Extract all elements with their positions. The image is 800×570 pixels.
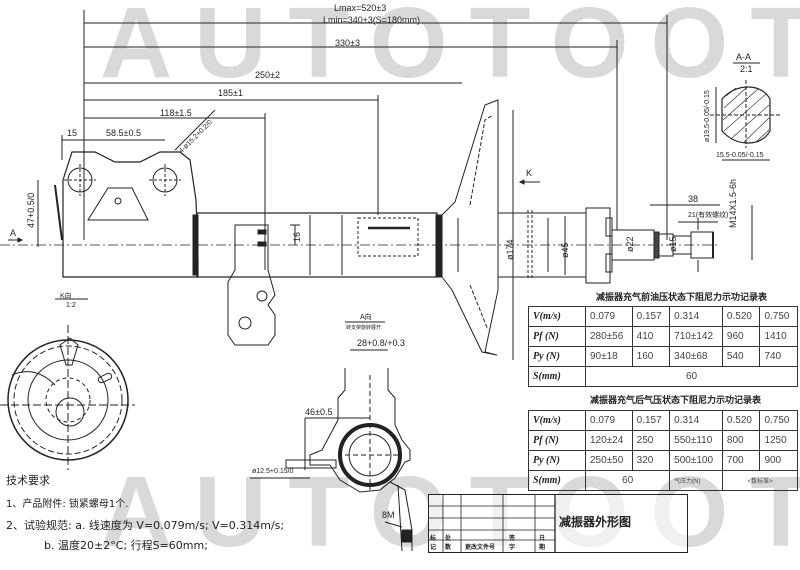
notes-line1: 1、产品附件: 锁紧螺母1个. xyxy=(6,499,129,510)
table-header: 0.520 xyxy=(721,410,761,431)
table-row: Py (N) 250±50 320 500±100 700 900 xyxy=(528,450,798,471)
dim-lmin: Lmin=340±3(S=180mm) xyxy=(323,15,420,25)
table-cell: 740 xyxy=(759,346,798,367)
table-row: Py (N) 90±18 160 340±68 540 740 xyxy=(528,346,798,367)
dim-lmax: Lmax=520±3 xyxy=(334,3,387,13)
view-a-sub: 转支架旋转展开 xyxy=(346,325,382,331)
table-cell: 960 xyxy=(721,326,761,347)
table2-title: 减振器充气后气压状态下阻尼力示功记录表 xyxy=(590,396,762,406)
table-row: V(m/s) 0.079 0.157 0.314 0.520 0.750 xyxy=(528,306,798,327)
shock-absorber-drawing xyxy=(0,10,782,551)
dim-15-rod: ø15 xyxy=(668,236,678,252)
section-aa-label: A-A xyxy=(736,52,752,62)
table-cell: 900 xyxy=(759,450,798,471)
marker-a: A xyxy=(10,228,17,238)
col-change-doc: 更改文件号 xyxy=(465,544,496,551)
notes-line2: 2、试验规范: a. 线速度为 V=0.079m/s; V=0.314m/s; xyxy=(6,519,285,532)
dim-15: 15 xyxy=(67,128,78,138)
table-header: 0.314 xyxy=(669,410,723,431)
dim-46: 46±0.5 xyxy=(305,407,333,417)
col-count: 处数 xyxy=(445,535,452,551)
dim-22: ø22 xyxy=(625,236,635,252)
table-cell: 800 xyxy=(721,430,761,451)
dim-330: 330±3 xyxy=(335,38,360,48)
table-cell: 60 xyxy=(585,366,798,387)
row-label: S(mm) xyxy=(528,366,586,387)
dim-28: 28+0.8/+0.3 xyxy=(357,338,406,348)
table-cell: 410 xyxy=(631,326,671,347)
table-cell: 250±50 xyxy=(585,450,633,471)
dim-thread: M14X1.5-6h xyxy=(728,178,738,228)
view-a-label: A向 xyxy=(360,314,372,321)
table-header: 0.157 xyxy=(631,306,671,327)
table-row: S(mm) 60 气压力(N) <数标准> xyxy=(528,470,799,491)
row-label: Pf (N) xyxy=(528,430,586,451)
view-k-label: K向 xyxy=(60,293,72,300)
table1-title: 减振器充气前油压状态下阻尼力示功记录表 xyxy=(596,293,768,303)
table-cell: 90±18 xyxy=(585,346,633,367)
dim-58-5: 58.5±0.5 xyxy=(106,128,141,138)
view-k-scale: 1:2 xyxy=(66,302,76,309)
table-cell: 710±142 xyxy=(669,326,723,347)
dim-8m: 8M xyxy=(382,510,395,520)
dim-174: ø174 xyxy=(505,239,515,260)
table-cell: 500±100 xyxy=(669,450,723,471)
dim-47: 47+0.5/0 xyxy=(26,192,36,228)
table-cell: 280±56 xyxy=(585,326,633,347)
dim-16: 16 xyxy=(292,231,302,242)
table-cell: 250 xyxy=(631,430,671,451)
table-header: 0.750 xyxy=(759,306,798,327)
dim-38: 38 xyxy=(688,194,699,204)
table-header: 0.314 xyxy=(669,306,723,327)
table-cell: <数标准> xyxy=(721,470,799,491)
row-label: S(mm) xyxy=(528,470,586,491)
table-header: 0.079 xyxy=(585,306,633,327)
table-cell: 700 xyxy=(721,450,761,471)
table-cell: 60 xyxy=(584,470,671,491)
row-label: Py (N) xyxy=(528,450,586,471)
section-aa-dia: ø19.5-0.05/-0.15 xyxy=(704,90,711,142)
table-cell: 550±110 xyxy=(669,430,723,451)
marker-k: K xyxy=(526,168,533,178)
col-mark: 标记 xyxy=(430,535,437,551)
table-cell: 160 xyxy=(631,346,671,367)
col-sign: 签字 xyxy=(509,535,516,551)
row-label: Py (N) xyxy=(528,346,586,367)
table-row: Pf (N) 120±24 250 550±110 800 1250 xyxy=(528,430,798,451)
table-row: Pf (N) 280±56 410 710±142 960 1410 xyxy=(528,326,798,347)
dim-21: 21(有效螺纹) xyxy=(688,212,729,219)
col-date: 日期 xyxy=(539,535,546,551)
notes-line3: b. 温度20±2°C; 行程S=60mm; xyxy=(44,539,208,552)
table-cell: 1250 xyxy=(759,430,798,451)
drawing-title: 减振器外形图 xyxy=(559,515,632,529)
dim-45: ø45 xyxy=(560,242,570,258)
title-block: 减振器外形图 标记 处数 更改文件号 签字 日期 xyxy=(428,494,688,553)
title-block-grid xyxy=(429,495,556,552)
notes-title: 技术要求 xyxy=(6,474,50,487)
table-cell: 340±68 xyxy=(669,346,723,367)
table-cell: 120±24 xyxy=(585,430,633,451)
table-header: 0.520 xyxy=(721,306,761,327)
dim-250: 250±2 xyxy=(255,70,280,80)
table-header: V(m/s) xyxy=(528,306,586,327)
table-cell: 320 xyxy=(631,450,671,471)
table-header: 0.079 xyxy=(585,410,633,431)
table-header: V(m/s) xyxy=(528,410,586,431)
table-header: 0.157 xyxy=(631,410,671,431)
dim-185: 185±1 xyxy=(218,88,243,98)
dim-12-5: ø12.5+0.15/0 xyxy=(252,468,294,475)
table-header: 0.750 xyxy=(759,410,798,431)
table-cell: 540 xyxy=(721,346,761,367)
table-row: S(mm) 60 xyxy=(528,366,798,387)
damping-table-after-charge: V(m/s) 0.079 0.157 0.314 0.520 0.750 Pf … xyxy=(528,410,799,491)
table-cell: 气压力(N) xyxy=(669,470,723,491)
section-aa-width: 15.5-0.05/-0.15 xyxy=(716,152,764,159)
dim-118: 118±1.5 xyxy=(160,108,192,118)
damping-table-before-charge: V(m/s) 0.079 0.157 0.314 0.520 0.750 Pf … xyxy=(528,306,798,387)
table-row: V(m/s) 0.079 0.157 0.314 0.520 0.750 xyxy=(528,410,798,431)
row-label: Pf (N) xyxy=(528,326,586,347)
section-aa-scale: 2:1 xyxy=(740,64,753,74)
table-cell: 1410 xyxy=(759,326,798,347)
